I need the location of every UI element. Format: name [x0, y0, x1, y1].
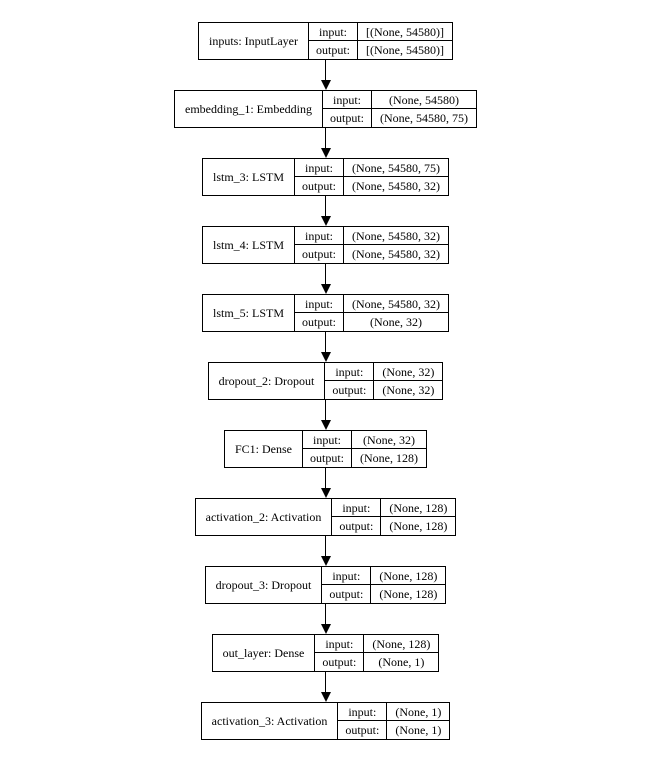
input-shape: (None, 54580): [372, 91, 476, 109]
output-label: output:: [322, 585, 372, 603]
layer-node-activation-2: activation_2: Activation input: (None, 1…: [194, 498, 457, 536]
input-label: input:: [322, 91, 372, 109]
layer-node-activation-3: activation_3: Activation input: (None, 1…: [200, 702, 451, 740]
arrowhead-icon: [320, 216, 331, 226]
input-label: input:: [315, 635, 365, 653]
arrow-shaft: [325, 128, 326, 148]
layer-node-out-layer: out_layer: Dense input: (None, 128) outp…: [211, 634, 440, 672]
arrowhead-icon: [320, 284, 331, 294]
output-label: output:: [295, 245, 345, 263]
layer-name: embedding_1: Embedding: [175, 91, 323, 127]
layer-name: inputs: InputLayer: [199, 23, 309, 59]
input-shape: (None, 128): [381, 499, 456, 517]
layer-name: lstm_4: LSTM: [203, 227, 295, 263]
arrowhead-icon: [320, 148, 331, 158]
input-label: input:: [332, 499, 382, 517]
arrow-shaft: [325, 264, 326, 284]
output-shape: (None, 1): [395, 723, 442, 737]
layer-name: lstm_5: LSTM: [203, 295, 295, 331]
layer-name: FC1: Dense: [225, 431, 303, 467]
output-shape: (None, 54580, 32): [352, 247, 440, 261]
arrow-shaft: [325, 604, 326, 624]
input-label: input:: [295, 227, 345, 245]
output-label: output:: [315, 653, 365, 671]
input-shape: (None, 54580, 32): [344, 295, 448, 313]
flow-arrow: [320, 196, 331, 226]
output-label: output:: [325, 381, 375, 399]
arrowhead-icon: [320, 624, 331, 634]
output-shape: (None, 128): [389, 519, 448, 533]
output-shape: (None, 128): [360, 451, 418, 465]
arrowhead-icon: [320, 556, 331, 566]
arrowhead-icon: [320, 420, 331, 430]
output-label: output:: [323, 109, 372, 127]
output-shape: (None, 1): [378, 655, 425, 669]
layer-name: out_layer: Dense: [213, 635, 316, 671]
layer-name: activation_3: Activation: [202, 703, 339, 739]
input-shape: (None, 128): [364, 635, 439, 653]
arrow-shaft: [325, 400, 326, 420]
layer-node-inputs: inputs: InputLayer input: [(None, 54580)…: [198, 22, 453, 60]
input-shape: (None, 128): [371, 567, 446, 585]
flow-arrow: [320, 672, 331, 702]
layer-name: dropout_3: Dropout: [206, 567, 323, 603]
arrowhead-icon: [320, 352, 331, 362]
flow-arrow: [320, 60, 331, 90]
arrow-shaft: [325, 672, 326, 692]
arrowhead-icon: [320, 692, 331, 702]
layer-name: lstm_3: LSTM: [203, 159, 295, 195]
layer-node-fc1: FC1: Dense input: (None, 32) output: (No…: [224, 430, 427, 468]
input-shape: (None, 32): [352, 431, 426, 449]
arrow-shaft: [325, 468, 326, 488]
output-label: output:: [332, 517, 382, 535]
input-shape: (None, 1): [387, 703, 450, 721]
output-label: output:: [295, 177, 345, 195]
arrow-shaft: [325, 196, 326, 216]
output-shape: (None, 128): [379, 587, 438, 601]
input-label: input:: [322, 567, 372, 585]
flow-arrow: [320, 468, 331, 498]
arrow-shaft: [325, 60, 326, 80]
output-label: output:: [338, 721, 388, 739]
input-label: input:: [295, 295, 345, 313]
layer-name: activation_2: Activation: [196, 499, 333, 535]
input-shape: [(None, 54580)]: [358, 23, 452, 41]
flow-arrow: [320, 604, 331, 634]
layer-node-lstm-4: lstm_4: LSTM input: (None, 54580, 32) ou…: [201, 226, 449, 264]
arrow-shaft: [325, 332, 326, 352]
arrowhead-icon: [320, 488, 331, 498]
layer-node-lstm-3: lstm_3: LSTM input: (None, 54580, 75) ou…: [201, 158, 449, 196]
flow-arrow: [320, 536, 331, 566]
input-label: input:: [308, 23, 358, 41]
layer-name: dropout_2: Dropout: [209, 363, 326, 399]
layer-node-dropout-3: dropout_3: Dropout input: (None, 128) ou…: [204, 566, 447, 604]
flow-arrow: [320, 400, 331, 430]
output-label: output:: [309, 41, 358, 59]
input-label: input:: [338, 703, 388, 721]
output-shape: (None, 54580, 32): [352, 179, 440, 193]
layer-node-dropout-2: dropout_2: Dropout input: (None, 32) out…: [207, 362, 444, 400]
arrow-shaft: [325, 536, 326, 556]
layer-node-embedding-1: embedding_1: Embedding input: (None, 545…: [174, 90, 477, 128]
input-label: input:: [325, 363, 375, 381]
output-label: output:: [303, 449, 353, 467]
output-shape: (None, 32): [370, 315, 422, 329]
input-label: input:: [295, 159, 345, 177]
input-shape: (None, 32): [374, 363, 443, 381]
arrowhead-icon: [320, 80, 331, 90]
flow-arrow: [320, 264, 331, 294]
input-shape: (None, 54580, 75): [344, 159, 448, 177]
input-label: input:: [303, 431, 353, 449]
layer-node-lstm-5: lstm_5: LSTM input: (None, 54580, 32) ou…: [201, 294, 449, 332]
output-shape: (None, 32): [382, 383, 435, 397]
output-label: output:: [295, 313, 345, 331]
output-shape: [(None, 54580)]: [366, 43, 444, 57]
flow-arrow: [320, 332, 331, 362]
output-shape: (None, 54580, 75): [380, 111, 468, 125]
flow-arrow: [320, 128, 331, 158]
input-shape: (None, 54580, 32): [344, 227, 448, 245]
